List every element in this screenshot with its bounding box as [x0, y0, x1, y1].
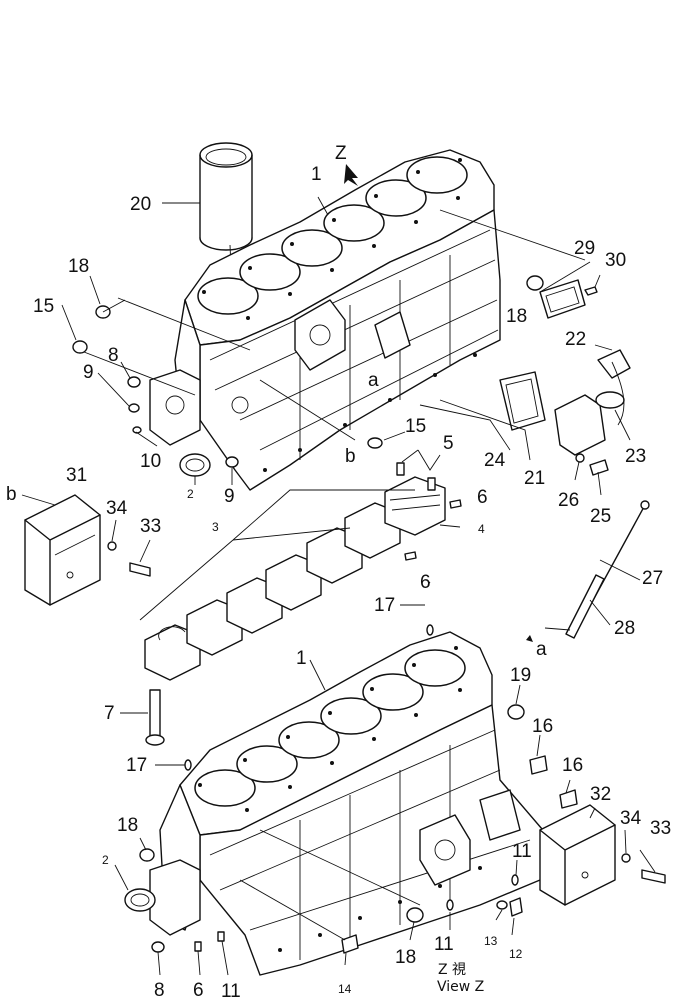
callout-9-lower: 9: [224, 486, 235, 507]
callout-27: 27: [642, 568, 663, 589]
callout-6-lower: 6: [193, 980, 204, 1000]
callout-28: 28: [614, 618, 635, 639]
callout-16-lower: 16: [562, 755, 583, 776]
view-direction-arrow-icon: [344, 164, 358, 186]
callout-12: 12: [509, 947, 523, 961]
callout-2-upper: 2: [187, 487, 194, 501]
engine-mount-bracket-right: [539, 804, 666, 906]
callout-23: 23: [625, 446, 646, 467]
callout-8-lower: 8: [154, 980, 165, 1000]
callout-30: 30: [605, 250, 626, 271]
callout-20: 20: [130, 194, 151, 215]
callout-9-upper: 9: [83, 362, 94, 383]
callout-21: 21: [524, 468, 545, 489]
callout-18-upper-left: 18: [68, 256, 89, 277]
callout-17-lower: 17: [126, 755, 147, 776]
callout-32: 32: [590, 784, 611, 805]
callout-16-upper: 16: [532, 716, 553, 737]
main-bearing-caps: [144, 462, 462, 681]
callout-15-left: 15: [33, 296, 54, 317]
callout-8-upper: 8: [108, 345, 119, 366]
callout-29: 29: [574, 238, 595, 259]
lower-cylinder-block: [149, 631, 561, 976]
callout-34-right: 34: [620, 808, 642, 829]
view-z-caption: Z 視 View Z: [437, 962, 484, 995]
thermostat-housing-assembly: [499, 349, 631, 476]
callout-6-upper: 6: [477, 487, 488, 508]
callout-7: 7: [104, 703, 115, 724]
view-caption-japanese: Z 視: [438, 962, 466, 978]
view-z-arrow: Z: [335, 143, 358, 186]
callout-2-lower: 2: [102, 853, 109, 867]
callout-18-upper-right: 18: [506, 306, 527, 327]
view-caption-english: View Z: [437, 979, 484, 995]
callout-6-middle: 6: [420, 572, 431, 593]
callout-25: 25: [590, 506, 611, 527]
callout-18-lower-left: 18: [117, 815, 138, 836]
callout-1-upper: 1: [311, 164, 322, 185]
callout-11-bottom-left: 11: [221, 981, 241, 1000]
callout-26: 26: [558, 490, 579, 511]
callout-1-lower: 1: [296, 648, 307, 669]
callout-33-right: 33: [650, 818, 671, 839]
cylinder-liner: [199, 142, 253, 291]
callout-34-left: 34: [106, 498, 128, 519]
callout-24: 24: [484, 450, 506, 471]
view-z-marker: Z: [335, 143, 347, 164]
ref-a-arrow-icon: [526, 635, 533, 642]
callout-4: 4: [478, 522, 485, 536]
callout-33-left: 33: [140, 516, 161, 537]
callout-11-bottom-right: 11: [434, 934, 454, 955]
callout-13: 13: [484, 934, 498, 948]
ref-a-upper: a: [368, 370, 379, 391]
callout-14: 14: [338, 982, 352, 996]
rear-cover-plate: [539, 279, 598, 319]
ref-b-bracket: b: [6, 484, 17, 505]
callout-5: 5: [443, 433, 454, 454]
leader-lines: [21, 196, 656, 976]
callout-18-lower-right: 18: [395, 947, 416, 968]
ref-b-upper: b: [345, 446, 356, 467]
callout-15-right: 15: [405, 416, 426, 437]
dipstick-assembly: [565, 500, 650, 639]
engine-mount-bracket-left: [24, 494, 151, 606]
callout-10: 10: [140, 451, 161, 472]
callout-11-right: 11: [512, 841, 532, 862]
callout-numbers: 20 1 29 30 18 18 15 8 9 10 22 15 23 24 2…: [33, 164, 671, 1000]
callout-3: 3: [212, 520, 219, 534]
callout-31: 31: [66, 465, 87, 486]
callout-19: 19: [510, 665, 531, 686]
reference-letters: a a b b: [6, 370, 547, 660]
small-parts-lower: [124, 624, 578, 954]
callout-17-upper: 17: [374, 595, 395, 616]
callout-22: 22: [565, 329, 586, 350]
ref-a-lower: a: [536, 639, 547, 660]
